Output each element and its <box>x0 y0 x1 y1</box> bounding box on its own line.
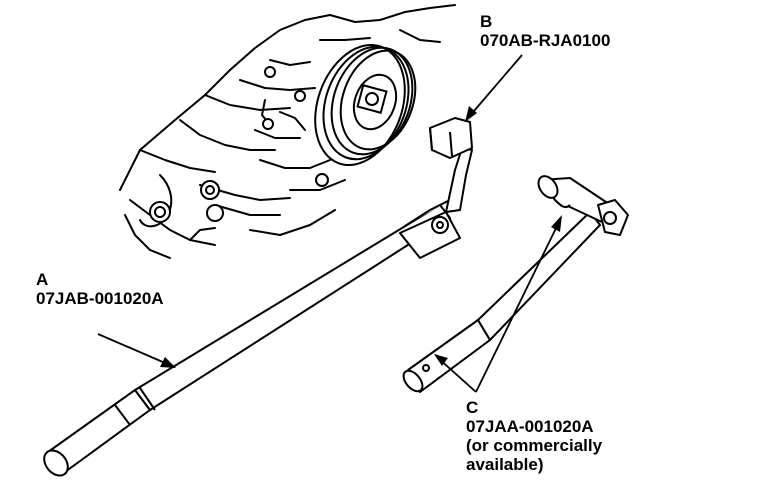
handle-c <box>400 173 628 395</box>
leader-arrow-b <box>468 55 522 118</box>
arrowhead-c-upper <box>551 215 562 232</box>
holder-handle-a <box>39 195 460 480</box>
leader-arrow-a <box>98 334 172 366</box>
callout-c-letter: C <box>466 398 479 417</box>
arrowhead-b <box>465 106 477 122</box>
arrowheads <box>160 106 562 368</box>
leader-arrow-c-upper <box>476 220 560 392</box>
callout-b-letter: B <box>480 12 493 31</box>
engine-bolts <box>150 67 328 222</box>
callout-c-note-line1: (or commercially <box>466 436 603 455</box>
holder-attachment-b <box>430 118 472 233</box>
leader-arrow-c-lower <box>438 358 476 392</box>
callout-c: C 07JAA-001020A (or commercially availab… <box>466 398 602 474</box>
arrowhead-c-lower <box>434 354 448 366</box>
callout-a: A 07JAB-001020A <box>36 270 164 308</box>
engine-block <box>120 5 455 258</box>
leader-arrows <box>98 55 560 392</box>
callout-b-part-number: 070AB-RJA0100 <box>480 31 611 50</box>
callout-c-part-number: 07JAA-001020A <box>466 417 594 436</box>
arrowhead-a <box>160 357 176 368</box>
callout-b: B 070AB-RJA0100 <box>480 12 610 50</box>
callout-c-note-line2: available) <box>466 455 544 474</box>
callout-a-letter: A <box>36 270 49 289</box>
callout-a-part-number: 07JAB-001020A <box>36 289 164 308</box>
crank-pulley <box>299 32 428 177</box>
